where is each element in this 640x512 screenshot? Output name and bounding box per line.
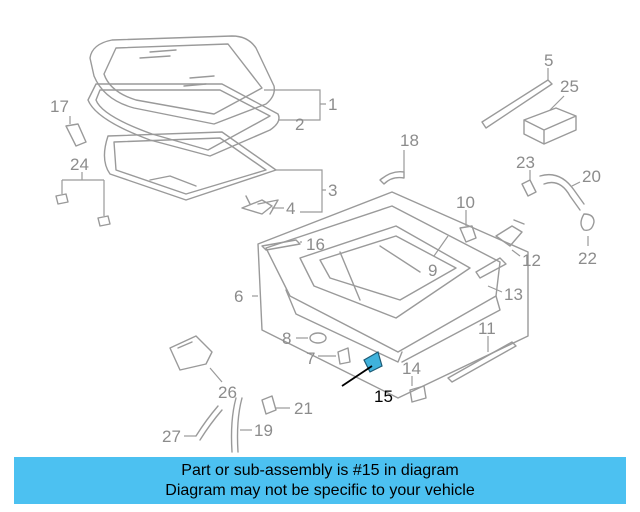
rear-drain-hose: [230, 397, 243, 453]
callout-21: 21: [294, 399, 313, 418]
washer: [309, 332, 327, 344]
drive-cable: [447, 341, 517, 383]
motor-bracket: [495, 219, 525, 247]
bumper-block: [409, 385, 427, 403]
drain-pipe: [195, 405, 223, 441]
sunroof-motor: [169, 335, 213, 371]
guide-rail: [475, 257, 507, 279]
callout-17: 17: [50, 97, 69, 116]
control-module: [523, 107, 577, 145]
callout-3: 3: [328, 181, 337, 200]
callout-10: 10: [456, 193, 475, 212]
switch: [261, 395, 277, 415]
leader-lines: [61, 68, 589, 437]
callout-4: 4: [286, 199, 295, 218]
callout-15: 15: [374, 387, 393, 406]
callout-8: 8: [282, 329, 291, 348]
callout-11: 11: [478, 319, 496, 338]
callout-12: 12: [522, 251, 541, 270]
callout-1: 1: [328, 95, 337, 114]
callout-23: 23: [516, 153, 535, 172]
glass-panel: [89, 35, 276, 125]
grommet: [580, 213, 595, 232]
callout-26: 26: [218, 383, 237, 402]
info-banner: Part or sub-assembly is #15 in diagram D…: [14, 457, 626, 504]
nut: [337, 347, 351, 365]
cover-clip: [55, 193, 111, 227]
callout-2: 2: [295, 115, 304, 134]
callout-13: 13: [504, 285, 523, 304]
callout-5: 5: [544, 51, 553, 70]
weatherstrip-seal: [87, 83, 280, 157]
callout-16: 16: [306, 235, 325, 254]
callout-22: 22: [578, 249, 597, 268]
callout-14: 14: [402, 359, 421, 378]
drain-rail: [481, 79, 553, 129]
sunshade-bracket: [241, 195, 279, 215]
part-15-leader-line: [341, 365, 373, 387]
sunroof-housing: [265, 205, 501, 363]
callout-18: 18: [400, 131, 419, 150]
drain-hose: [539, 173, 585, 211]
banner-line-1: Part or sub-assembly is #15 in diagram: [181, 462, 459, 479]
sunroof-parts-diagram: 1 2 3 4 5 6 7 8 9 10 11 12 13 14 15 16 1…: [50, 35, 601, 453]
guide-block: [459, 225, 477, 243]
sunshade: [103, 131, 277, 201]
front-rail: [261, 239, 301, 251]
banner-line-2: Diagram may not be specific to your vehi…: [165, 482, 475, 499]
hose-clip: [379, 170, 405, 185]
callout-9: 9: [428, 261, 437, 280]
callout-24: 24: [70, 155, 89, 174]
callout-27: 27: [162, 427, 181, 446]
drain-clip: [521, 179, 537, 197]
callout-20: 20: [582, 167, 601, 186]
callout-19: 19: [254, 421, 273, 440]
housing-frame-outline: [257, 191, 529, 399]
callout-7: 7: [306, 349, 315, 368]
callout-25: 25: [560, 77, 579, 96]
callout-6: 6: [234, 287, 243, 306]
deflector-piece: [65, 123, 87, 147]
